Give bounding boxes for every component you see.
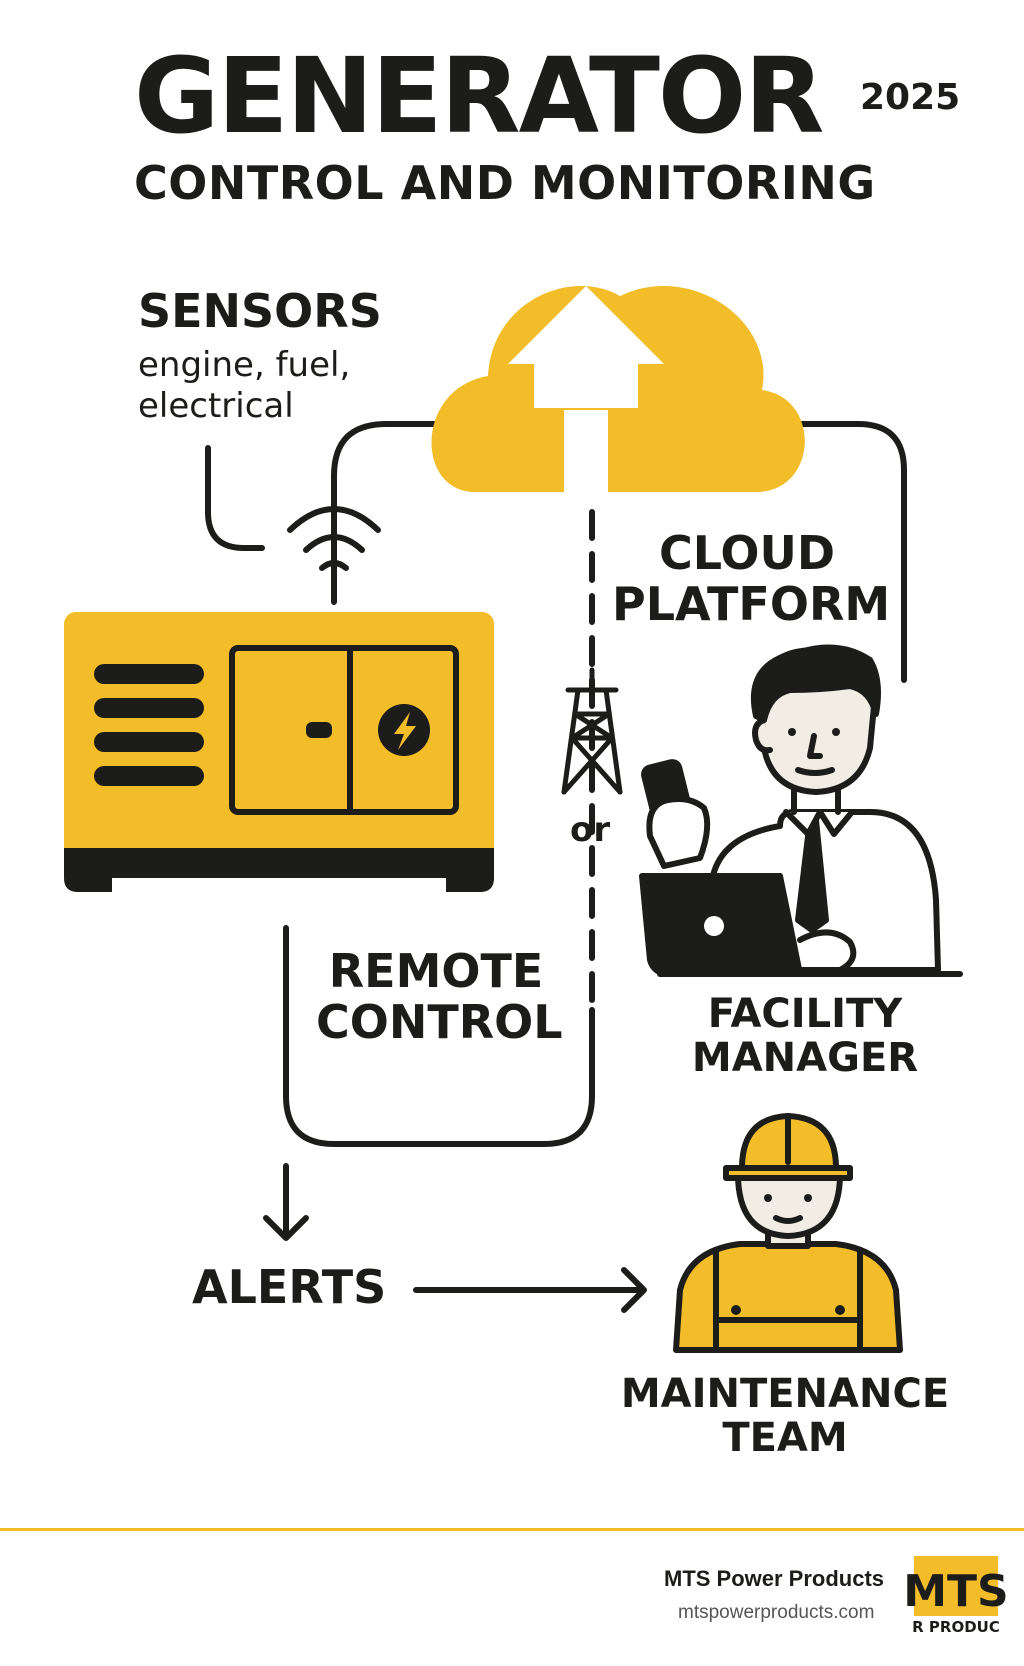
remote-control-label: REMOTE CONTROL [316, 944, 563, 1049]
cloud-to-manager-line [773, 421, 907, 683]
logo-text: MTS [903, 1566, 1009, 1617]
alerts-down-arrow [263, 1163, 309, 1241]
wifi-icon [287, 506, 381, 571]
page-title: GENERATOR [134, 35, 824, 157]
page-subtitle: CONTROL AND MONITORING [134, 156, 876, 210]
maintenance-worker-icon [673, 1113, 903, 1353]
sensor-connector [205, 445, 265, 551]
generator-icon [64, 612, 494, 892]
facility-manager-label: FACILITY MANAGER [691, 991, 919, 1081]
company-name: MTS Power Products [664, 1566, 885, 1591]
alerts-label: ALERTS [192, 1260, 387, 1314]
arrow-icon [263, 1163, 647, 1313]
company-website[interactable]: mtspowerproducts.com [678, 1602, 875, 1623]
remote-control-loop [283, 925, 595, 1147]
cloud-upload-icon [431, 285, 805, 494]
cloud-platform-label: CLOUD PLATFORM [612, 526, 891, 631]
footer-divider [0, 1528, 1024, 1531]
alerts-right-arrow [413, 1267, 647, 1313]
lightning-bolt-icon [394, 712, 416, 750]
generator-to-cloud-line [331, 421, 443, 605]
facility-manager-icon [639, 644, 963, 977]
cell-tower-icon [561, 667, 623, 795]
logo-subtext: R PRODUC [912, 1618, 1000, 1636]
sensors-label: SENSORS [138, 284, 382, 338]
or-label: or [570, 810, 611, 850]
year-label: 2025 [860, 77, 961, 118]
sensors-detail: engine, fuel, electrical [138, 345, 351, 426]
maintenance-team-label: MAINTENANCE TEAM [620, 1371, 950, 1461]
mts-logo: MTS R PRODUC [903, 1556, 1009, 1636]
connector-lines [205, 421, 907, 1147]
